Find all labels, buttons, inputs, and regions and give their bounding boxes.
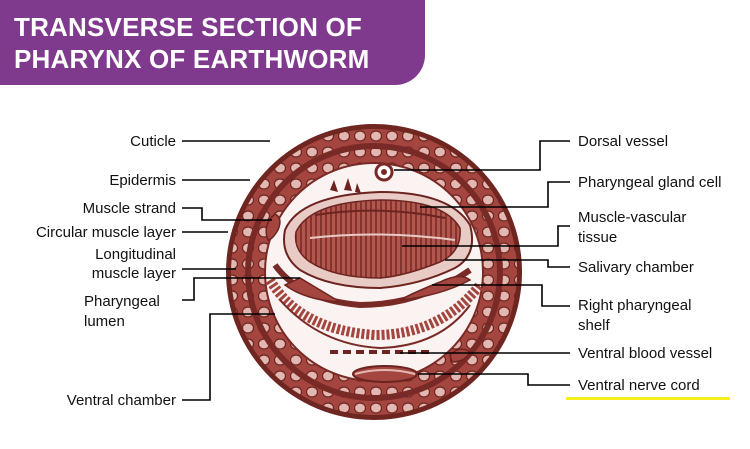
label-longitudinal-line1: Longitudinal bbox=[95, 246, 176, 263]
label-pharyngeal-lumen-line1: Pharyngeal bbox=[84, 293, 160, 310]
title-line-1: TRANSVERSE SECTION OF bbox=[14, 12, 363, 42]
label-muscle-strand: Muscle strand bbox=[82, 200, 176, 217]
label-epidermis: Epidermis bbox=[109, 172, 176, 189]
lower-pharynx-wall bbox=[265, 277, 484, 341]
label-pharyngeal-lumen-line2: lumen bbox=[84, 313, 125, 330]
label-right-pharyngeal-shelf-line2: shelf bbox=[578, 317, 610, 334]
label-ventral-blood-vessel: Ventral blood vessel bbox=[578, 345, 713, 362]
right-leader-lines bbox=[394, 140, 570, 386]
label-longitudinal-line2: muscle layer bbox=[91, 265, 176, 282]
label-muscle-vascular-line2: tissue bbox=[578, 229, 618, 246]
ventral-nerve-cord-shape bbox=[352, 365, 418, 383]
label-circular-muscle-layer: Circular muscle layer bbox=[35, 224, 176, 241]
label-right-pharyngeal-shelf-line1: Right pharyngeal bbox=[578, 297, 692, 314]
highlight-underline bbox=[566, 397, 730, 400]
label-pharyngeal-gland-cell: Pharyngeal gland cell bbox=[578, 174, 722, 191]
label-ventral-nerve-cord: Ventral nerve cord bbox=[578, 377, 700, 394]
left-leader-lines bbox=[182, 140, 300, 401]
left-pharyngeal-shelf bbox=[283, 277, 341, 303]
label-cuticle: Cuticle bbox=[130, 133, 176, 150]
right-pharyngeal-shelf bbox=[399, 275, 472, 301]
label-salivary-chamber: Salivary chamber bbox=[578, 259, 694, 276]
label-muscle-vascular-line1: Muscle-vascular bbox=[578, 209, 687, 226]
label-dorsal-vessel: Dorsal vessel bbox=[578, 133, 669, 150]
muscle-vascular-mass bbox=[294, 199, 461, 279]
title-banner: TRANSVERSE SECTION OF PHARYNX OF EARTHWO… bbox=[0, 0, 425, 85]
label-ventral-chamber: Ventral chamber bbox=[66, 392, 176, 409]
title-line-2: PHARYNX OF EARTHWORM bbox=[14, 44, 370, 74]
